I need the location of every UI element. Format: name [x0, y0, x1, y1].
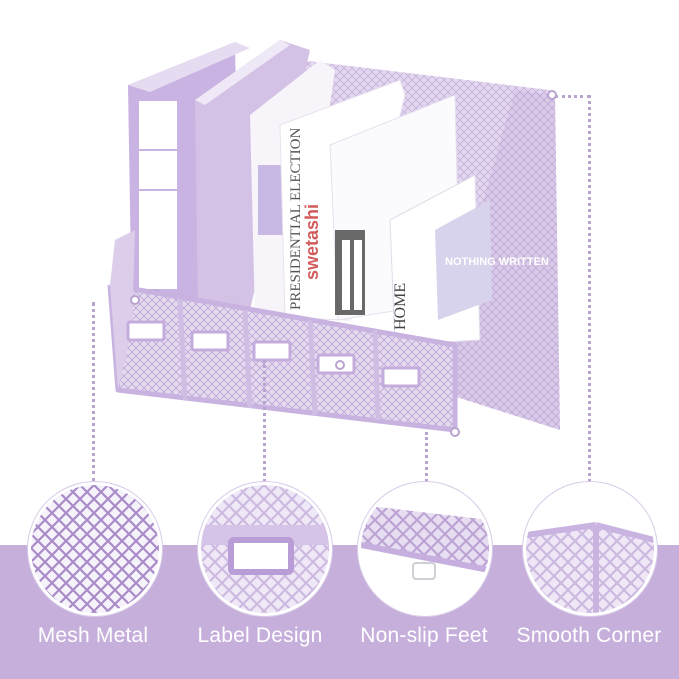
- guide-line-corner: [588, 95, 591, 482]
- magazine-title-text: PRESIDENTIAL ELECTION: [288, 127, 304, 310]
- cover-book: [435, 200, 492, 320]
- label-design-feature: [198, 482, 332, 616]
- magazine-brand-text: swetashi: [302, 204, 322, 280]
- label-holder-closeup-icon: [201, 485, 329, 613]
- guide-line-label: [263, 360, 266, 482]
- guide-line-feet: [425, 432, 428, 482]
- feature-label-label-design: Label Design: [197, 624, 323, 647]
- feature-label-smooth-corner: Smooth Corner: [516, 624, 662, 647]
- guide-line-corner-top: [555, 95, 590, 98]
- non-slip-feet-feature: [358, 482, 492, 616]
- guide-line-mesh: [92, 302, 95, 482]
- feature-label-non-slip-feet: Non-slip Feet: [360, 624, 488, 647]
- feature-label-mesh-metal: Mesh Metal: [37, 624, 149, 647]
- smooth-corner-closeup-icon: [526, 485, 654, 613]
- cover-book-text: NOTHING WRITTEN: [445, 256, 549, 268]
- mesh-metal-closeup-icon: [31, 485, 159, 613]
- non-slip-foot-closeup-icon: [361, 485, 489, 613]
- file-organizer-product-image: PRESIDENTIAL ELECTION swetashi HOME NOTH…: [107, 40, 560, 437]
- smooth-corner-feature: [523, 482, 657, 616]
- mesh-metal-feature: [28, 482, 162, 616]
- home-book-title: HOME: [392, 283, 409, 330]
- left-mesh-panel: [110, 230, 135, 390]
